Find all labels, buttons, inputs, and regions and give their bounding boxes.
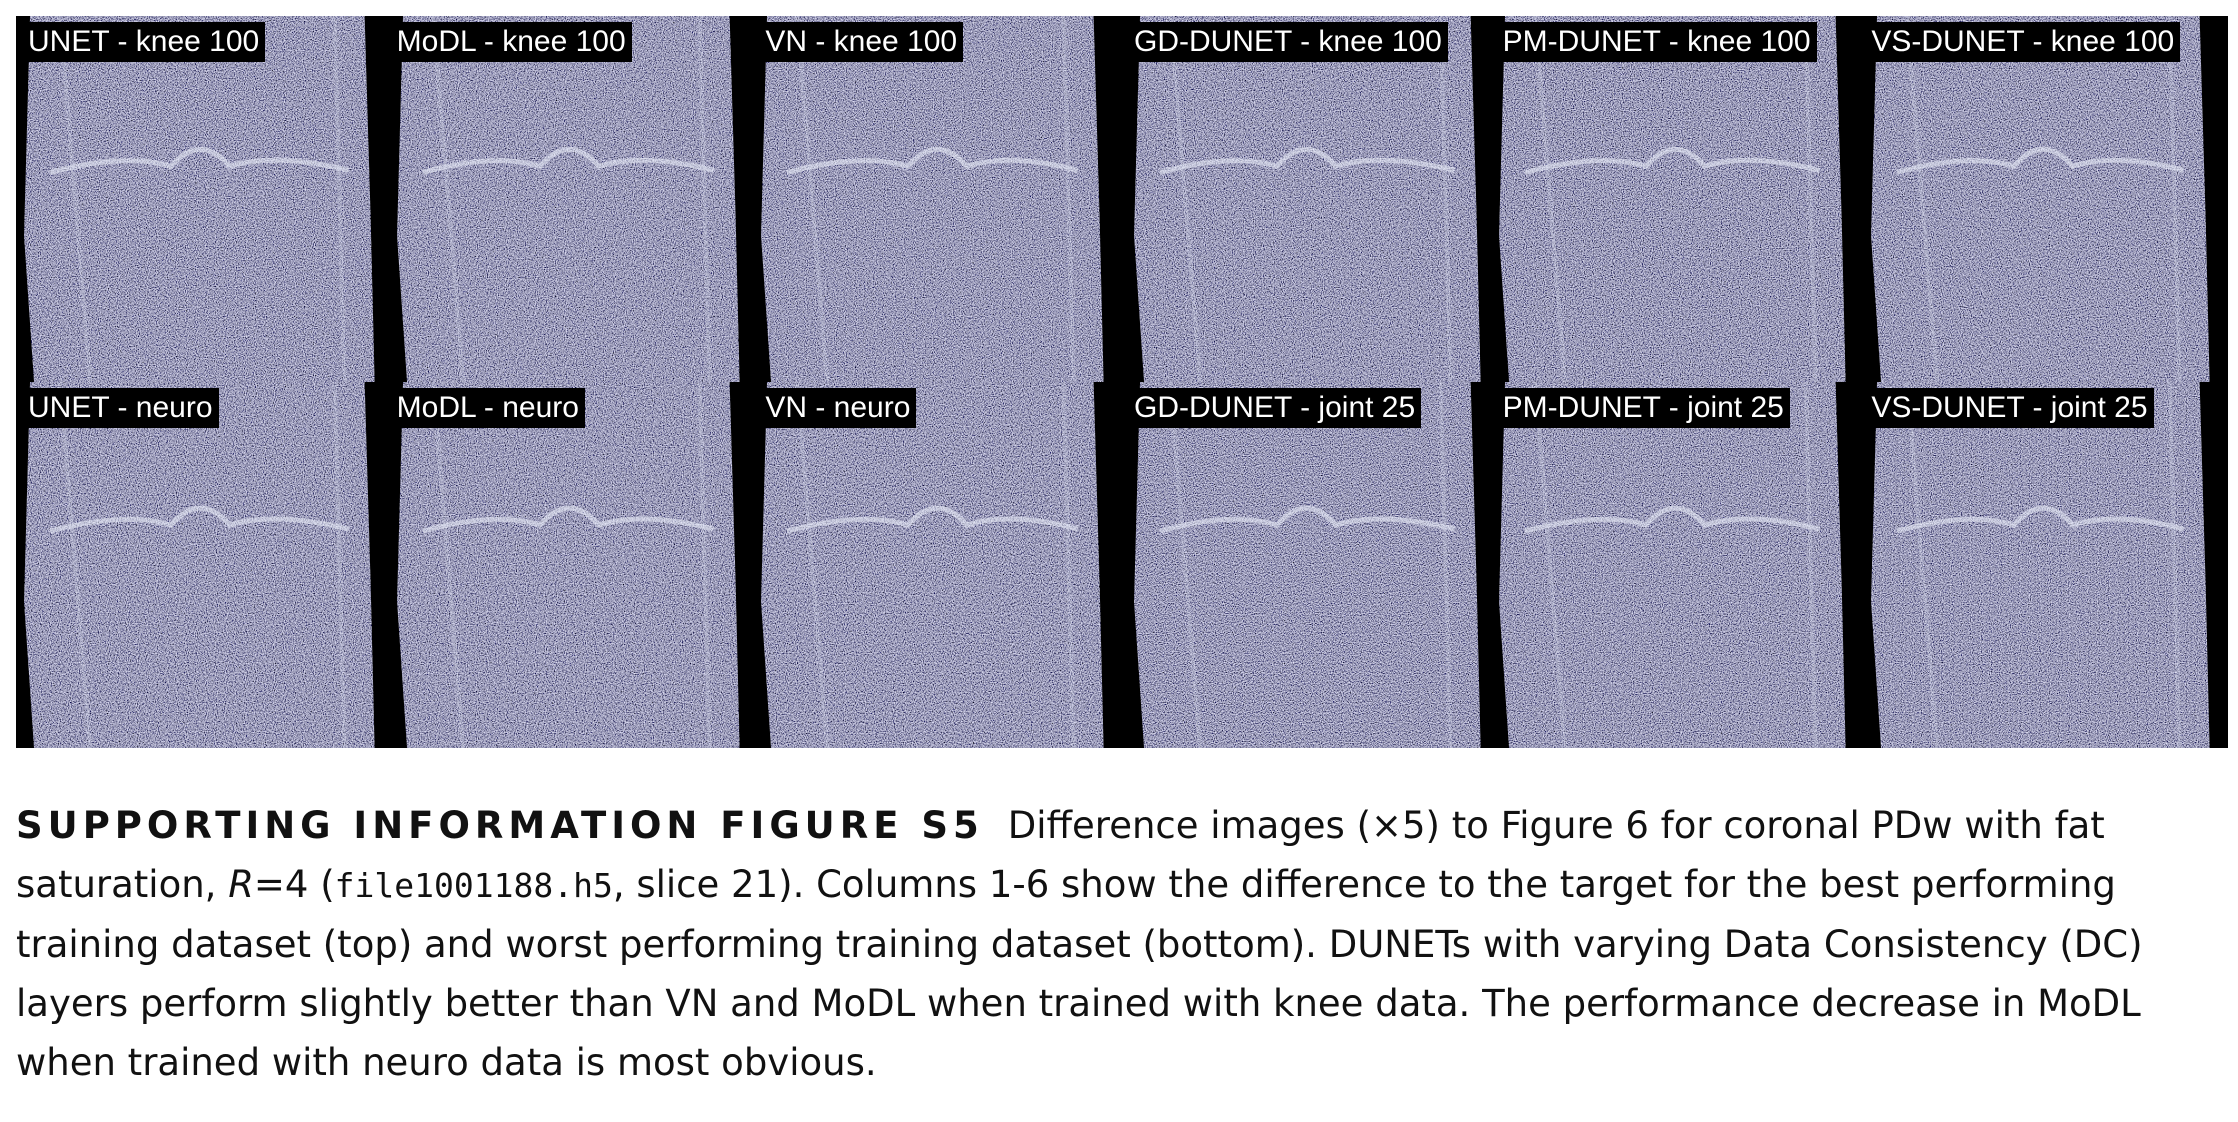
panel-vs-dunet-knee-100: VS-DUNET - knee 100 bbox=[1859, 16, 2228, 382]
caption-variable: R bbox=[228, 863, 254, 906]
panel-vn-neuro: VN - neuro bbox=[753, 382, 1122, 748]
panel-modl-knee-100: MoDL - knee 100 bbox=[384, 16, 754, 382]
panel-vs-dunet-joint-25: VS-DUNET - joint 25 bbox=[1859, 382, 2228, 748]
panel-gd-dunet-knee-100: GD-DUNET - knee 100 bbox=[1121, 16, 1491, 382]
difference-image bbox=[1134, 382, 1481, 748]
difference-image bbox=[1498, 382, 1846, 748]
caption-text-1: Difference images (×5) to Figure 6 for c… bbox=[16, 804, 2105, 906]
panel-pm-dunet-joint-25: PM-DUNET - joint 25 bbox=[1490, 382, 1860, 748]
difference-image bbox=[1134, 16, 1481, 382]
panel-label: MoDL - neuro bbox=[392, 388, 585, 428]
difference-image-grid: UNET - knee 100 MoDL - knee 100 VN - kne… bbox=[16, 16, 2228, 748]
difference-image bbox=[1871, 16, 2210, 382]
difference-image bbox=[761, 382, 1104, 748]
caption-text-3: , slice 21). Columns 1-6 show the differ… bbox=[16, 863, 2143, 1084]
panel-label: VS-DUNET - joint 25 bbox=[1867, 388, 2154, 428]
panel-unet-neuro: UNET - neuro bbox=[16, 382, 385, 748]
difference-image-figure: UNET - knee 100 MoDL - knee 100 VN - kne… bbox=[16, 16, 2228, 748]
panel-label: PM-DUNET - joint 25 bbox=[1498, 388, 1790, 428]
caption-heading: SUPPORTING INFORMATION FIGURE S5 bbox=[16, 804, 984, 847]
panel-pm-dunet-knee-100: PM-DUNET - knee 100 bbox=[1490, 16, 1860, 382]
panel-label: MoDL - knee 100 bbox=[392, 22, 632, 62]
panel-label: UNET - neuro bbox=[24, 388, 219, 428]
difference-image bbox=[24, 16, 375, 382]
difference-image bbox=[396, 16, 740, 382]
panel-label: VN - knee 100 bbox=[761, 22, 964, 62]
panel-gd-dunet-joint-25: GD-DUNET - joint 25 bbox=[1121, 382, 1491, 748]
panel-label: VS-DUNET - knee 100 bbox=[1867, 22, 2181, 62]
panel-modl-neuro: MoDL - neuro bbox=[384, 382, 754, 748]
panel-vn-knee-100: VN - knee 100 bbox=[753, 16, 1122, 382]
difference-image bbox=[1498, 16, 1846, 382]
panel-label: PM-DUNET - knee 100 bbox=[1498, 22, 1817, 62]
panel-label: UNET - knee 100 bbox=[24, 22, 266, 62]
caption-filename: file1001188.h5 bbox=[334, 866, 613, 905]
panel-unet-knee-100: UNET - knee 100 bbox=[16, 16, 385, 382]
difference-image bbox=[24, 382, 375, 748]
difference-image bbox=[396, 382, 740, 748]
caption-text-2: =4 ( bbox=[253, 863, 335, 906]
panel-label: GD-DUNET - joint 25 bbox=[1129, 388, 1422, 428]
difference-image bbox=[761, 16, 1104, 382]
panel-label: GD-DUNET - knee 100 bbox=[1129, 22, 1448, 62]
difference-image bbox=[1871, 382, 2210, 748]
panel-label: VN - neuro bbox=[761, 388, 917, 428]
